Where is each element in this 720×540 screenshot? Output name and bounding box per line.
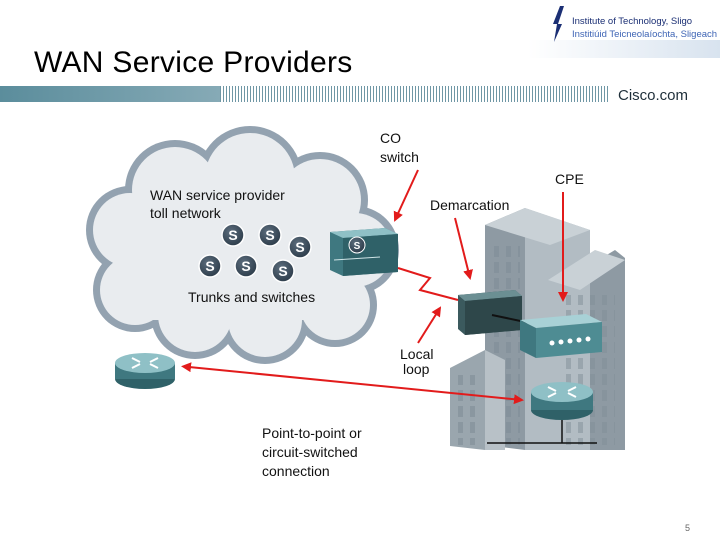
trunks-label: Trunks and switches [188, 289, 315, 305]
demarcation-arrow [454, 217, 473, 280]
switch-icon: S [221, 223, 245, 247]
institute-header-bg [528, 40, 720, 58]
demarcation-box-icon [458, 290, 522, 335]
local-loop-line1: Local [400, 346, 433, 362]
institute-logo-icon [553, 6, 564, 42]
co-label-line2: switch [380, 149, 419, 165]
svg-text:S: S [354, 241, 361, 252]
svg-text:S: S [265, 227, 274, 243]
title-bar-solid [0, 86, 220, 102]
wan-diagram: WAN service provider toll network S S S … [86, 126, 625, 479]
local-loop-arrow [417, 306, 442, 344]
co-label-line1: CO [380, 130, 401, 146]
co-switch-icon: S [330, 228, 398, 276]
connection-label-line2: circuit-switched [262, 444, 358, 460]
demarcation-label: Demarcation [430, 197, 509, 213]
router-icon [531, 382, 593, 420]
switch-icon: S [288, 235, 312, 259]
institute-header [528, 0, 720, 60]
institute-name-en: Institute of Technology, Sligo [572, 16, 693, 27]
svg-text:S: S [228, 227, 237, 243]
svg-text:S: S [295, 239, 304, 255]
switch-icon: S [198, 254, 222, 278]
institute-name-ga: Institiúid Teicneolaíochta, Sligeach [572, 29, 718, 40]
cpe-device-icon [520, 314, 602, 358]
local-loop-line2: loop [403, 361, 430, 377]
switch-icon: S [258, 223, 282, 247]
cloud-label-line2: toll network [150, 205, 222, 221]
cpe-label: CPE [555, 171, 584, 187]
svg-text:S: S [278, 263, 287, 279]
slide-title: WAN Service Providers [34, 46, 353, 79]
router-icon [115, 353, 175, 389]
svg-text:S: S [241, 258, 250, 274]
title-bar [0, 86, 720, 102]
toll-network-cloud [86, 126, 399, 364]
connection-label-line3: connection [262, 463, 330, 479]
building-icon [450, 350, 505, 450]
connection-label-line1: Point-to-point or [262, 425, 362, 441]
point-to-point-connection-line [181, 362, 524, 405]
page-number: 5 [685, 523, 691, 533]
local-loop-line [397, 267, 459, 301]
cloud-label-line1: WAN service provider [150, 187, 285, 203]
co-switch-arrow [393, 169, 419, 222]
title-bar-stripes [220, 86, 610, 102]
svg-text:S: S [205, 258, 214, 274]
switch-icon: S [271, 259, 295, 283]
cisco-logo: Cisco.com [618, 87, 689, 104]
switch-icon: S [234, 254, 258, 278]
